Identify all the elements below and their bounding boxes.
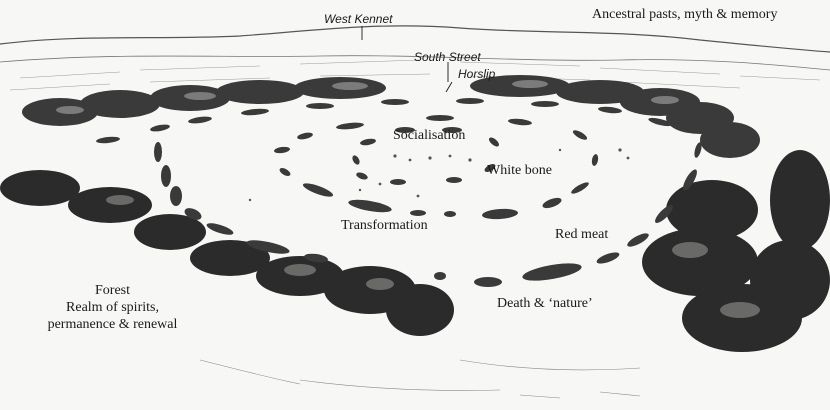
far-tree-line (22, 75, 760, 158)
label-horslip: Horslip (458, 66, 495, 83)
label-ancestral-pasts: Ancestral pasts, myth & memory (592, 6, 777, 23)
label-transformation: Transformation (341, 217, 428, 234)
label-permanence-renewal: permanence & renewal (30, 316, 195, 333)
label-white-bone: White bone (487, 162, 552, 179)
label-west-kennet: West Kennet (324, 11, 392, 28)
foreground-ground (200, 360, 640, 398)
label-socialisation: Socialisation (393, 127, 465, 144)
label-forest-block: Forest Realm of spirits, permanence & re… (30, 282, 195, 333)
label-realm-of-spirits: Realm of spirits, (30, 299, 195, 316)
label-death-nature: Death & ‘nature’ (497, 295, 593, 312)
label-south-street: South Street (414, 49, 481, 66)
right-forest (642, 150, 830, 352)
label-forest: Forest (30, 282, 195, 299)
label-red-meat: Red meat (555, 226, 608, 243)
